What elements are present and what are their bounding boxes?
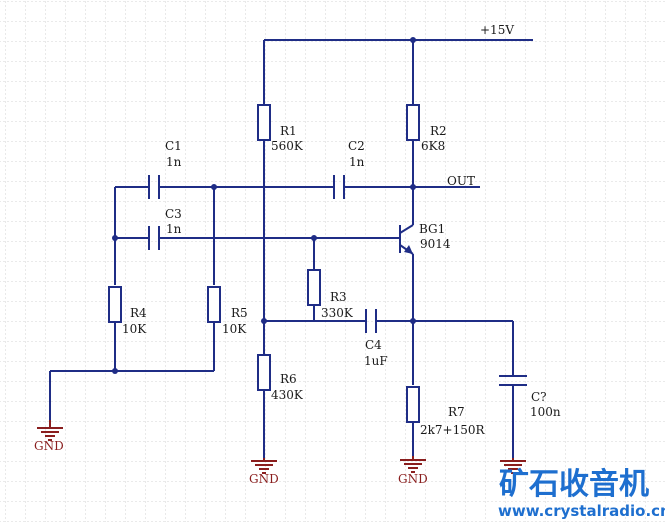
junction-dot (261, 318, 267, 324)
output-label: OUT (447, 174, 475, 188)
supply-label: +15V (480, 23, 514, 37)
resistor-r7-symbol (406, 386, 420, 423)
capacitor-c2-symbol (333, 175, 345, 199)
c4-value: 1uF (364, 354, 388, 368)
bg1-value: 9014 (420, 237, 451, 251)
r2-value: 6K8 (421, 139, 445, 153)
transistor-bg1-symbol (399, 224, 414, 255)
r7-ref: R7 (448, 405, 465, 419)
r2-ref: R2 (430, 124, 447, 138)
gnd-label-left: GND (34, 439, 64, 453)
resistor-r6-symbol (257, 354, 271, 391)
junctions (112, 37, 416, 374)
capacitor-c1-symbol (148, 175, 160, 199)
r4-value: 10K (122, 322, 147, 336)
capacitor-c3-symbol (148, 226, 160, 250)
r1-value: 560K (271, 139, 304, 153)
junction-dot (112, 235, 118, 241)
c4-ref: C4 (365, 338, 382, 352)
ground-symbol-c7 (500, 458, 526, 474)
junction-dot (410, 318, 416, 324)
resistor-r4-symbol (108, 286, 122, 323)
resistor-r5-symbol (207, 286, 221, 323)
c1-ref: C1 (165, 139, 182, 153)
bg1-ref: BG1 (419, 222, 445, 236)
c7-value: 100n (530, 405, 561, 419)
junction-dot (211, 184, 217, 190)
c2-ref: C2 (348, 139, 365, 153)
r6-value: 430K (271, 388, 304, 402)
c7-ref: C? (531, 390, 547, 404)
c2-value: 1n (349, 155, 365, 169)
ground-symbol-left (37, 420, 63, 441)
c1-value: 1n (166, 155, 182, 169)
ground-symbol-r6 (251, 458, 277, 474)
c3-value: 1n (166, 222, 182, 236)
r3-ref: R3 (330, 290, 347, 304)
r6-ref: R6 (280, 372, 297, 386)
gnd-label-r7: GND (398, 472, 428, 486)
resistor-r1-symbol (257, 104, 271, 141)
r7-value: 2k7+150R (420, 423, 486, 437)
capacitor-c4-symbol (365, 309, 377, 333)
junction-dot (311, 235, 317, 241)
watermark-url: www.crystalradio.cn (498, 502, 665, 520)
r5-value: 10K (222, 322, 247, 336)
gnd-label-r6: GND (249, 472, 279, 486)
ground-symbol-r7 (400, 456, 426, 473)
r3-value: 330K (321, 306, 354, 320)
junction-dot (112, 368, 118, 374)
capacitor-c7-symbol (499, 375, 527, 386)
r1-ref: R1 (280, 124, 297, 138)
resistor-r3-symbol (307, 269, 321, 306)
r5-ref: R5 (231, 306, 248, 320)
r4-ref: R4 (130, 306, 147, 320)
resistor-r2-symbol (406, 104, 420, 141)
junction-dot (410, 37, 416, 43)
junction-dot (410, 184, 416, 190)
watermark-title: 矿石收音机 (499, 467, 649, 502)
c3-ref: C3 (165, 207, 182, 221)
